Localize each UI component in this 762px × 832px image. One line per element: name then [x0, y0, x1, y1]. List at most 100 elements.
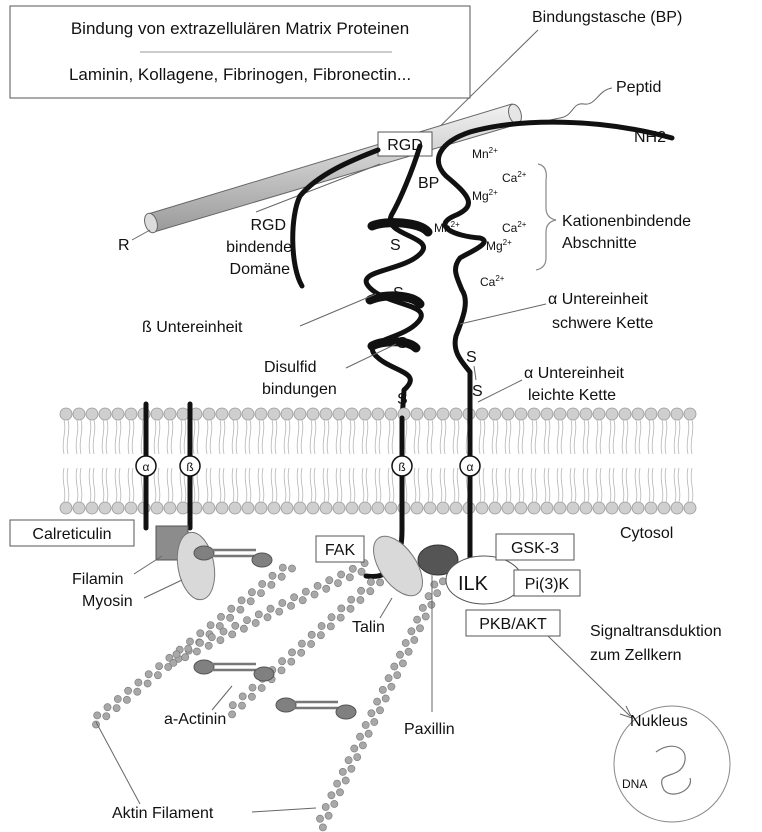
actin-bead: [399, 660, 406, 667]
lipid-tail: [271, 468, 273, 502]
actin-bead: [229, 711, 236, 718]
lipid-tail: [674, 468, 676, 502]
lipid-head: [60, 408, 72, 420]
lipid-tail: [236, 468, 238, 502]
peptide-label: Peptid: [616, 79, 661, 96]
lipid-tail: [483, 420, 485, 454]
lipid-head: [671, 502, 683, 514]
lipid-tail: [245, 468, 247, 502]
r-pointer: [132, 230, 150, 240]
lipid-tail: [544, 468, 546, 502]
lipid-tail: [652, 468, 654, 502]
lipid-tail: [171, 420, 173, 454]
lipid-tail: [613, 468, 615, 502]
actin-bead: [338, 571, 345, 578]
lipid-tail: [691, 420, 693, 454]
a-actinin-pointer: [212, 686, 232, 710]
lipid-head: [99, 408, 111, 420]
actin-bead: [439, 578, 446, 585]
actin-bead: [249, 684, 256, 691]
pi3k-label: Pi(3)K: [525, 576, 570, 593]
fak-label: FAK: [325, 542, 356, 559]
alpha-light-label-1: α Untereinheit: [524, 365, 625, 382]
actin-bead: [323, 585, 330, 592]
lipid-tail: [570, 420, 572, 454]
lipid-head: [619, 502, 631, 514]
lipid-head: [502, 502, 514, 514]
lipid-head: [593, 502, 605, 514]
lipid-head: [528, 502, 540, 514]
actin-bead: [252, 619, 259, 626]
lipid-head: [489, 502, 501, 514]
actin-bead: [186, 638, 193, 645]
lipid-tail: [596, 420, 598, 454]
actin-bead: [278, 573, 285, 580]
actin-bead: [94, 712, 101, 719]
lipid-tail: [314, 420, 316, 454]
lipid-head: [658, 408, 670, 420]
actin-bead: [334, 780, 341, 787]
actin-pointer-2: [252, 808, 316, 812]
actin-bead: [197, 630, 204, 637]
lipid-tail: [622, 468, 624, 502]
lipid-head: [255, 408, 267, 420]
actin-bead: [298, 640, 305, 647]
actin-bead: [255, 611, 262, 618]
lipid-head: [346, 408, 358, 420]
lipid-head: [411, 502, 423, 514]
lipid-head: [567, 408, 579, 420]
lipid-tail: [496, 420, 498, 454]
lipid-head: [294, 502, 306, 514]
lipid-tail: [440, 468, 442, 502]
actin-bead: [374, 698, 381, 705]
lipid-head: [333, 502, 345, 514]
lipid-head: [541, 502, 553, 514]
lipid-tail: [492, 468, 494, 502]
nucleus-label: Nukleus: [630, 713, 688, 730]
lipid-tail: [388, 468, 390, 502]
lipid-tail: [258, 468, 260, 502]
lipid-head: [528, 408, 540, 420]
actin-bead: [123, 696, 130, 703]
actin-bead: [354, 754, 361, 761]
lipid-head: [307, 408, 319, 420]
lipid-tail: [349, 468, 351, 502]
actinin-3: [276, 698, 356, 719]
actin-bead: [376, 707, 383, 714]
lipid-head: [671, 408, 683, 420]
actin-bead: [220, 628, 227, 635]
lipid-tail: [687, 420, 689, 454]
s-label-3: S: [397, 335, 408, 352]
lipid-tail: [353, 468, 355, 502]
actin-bead: [356, 733, 363, 740]
actin-bead: [173, 651, 180, 658]
lipid-head: [593, 408, 605, 420]
actin-bead: [288, 658, 295, 665]
alpha-light-pointer: [478, 380, 522, 402]
lipid-tail: [587, 420, 589, 454]
lipid-tail: [648, 420, 650, 454]
signal-label-2: zum Zellkern: [590, 647, 682, 664]
lipid-tail: [440, 420, 442, 454]
s-label-4: S: [397, 391, 408, 408]
lipid-tail: [635, 468, 637, 502]
actin-bead: [319, 824, 326, 831]
alpha-light-label-2: leichte Kette: [528, 387, 616, 404]
actin-bead: [185, 645, 192, 652]
disulfide-label-2: bindungen: [262, 381, 337, 398]
actin-bead: [193, 648, 200, 655]
lipid-head: [281, 408, 293, 420]
lipid-tail: [63, 420, 65, 454]
lipid-tail: [665, 420, 667, 454]
lipid-tail: [609, 468, 611, 502]
lipid-tail: [457, 420, 459, 454]
lipid-tail: [362, 468, 364, 502]
lipid-tail: [180, 468, 182, 502]
lipid-tail: [119, 468, 121, 502]
lipid-tail: [557, 420, 559, 454]
lipid-tail: [210, 468, 212, 502]
lipid-head: [450, 408, 462, 420]
lipid-tail: [262, 420, 264, 454]
lipid-head: [632, 408, 644, 420]
actin-bead: [316, 815, 323, 822]
